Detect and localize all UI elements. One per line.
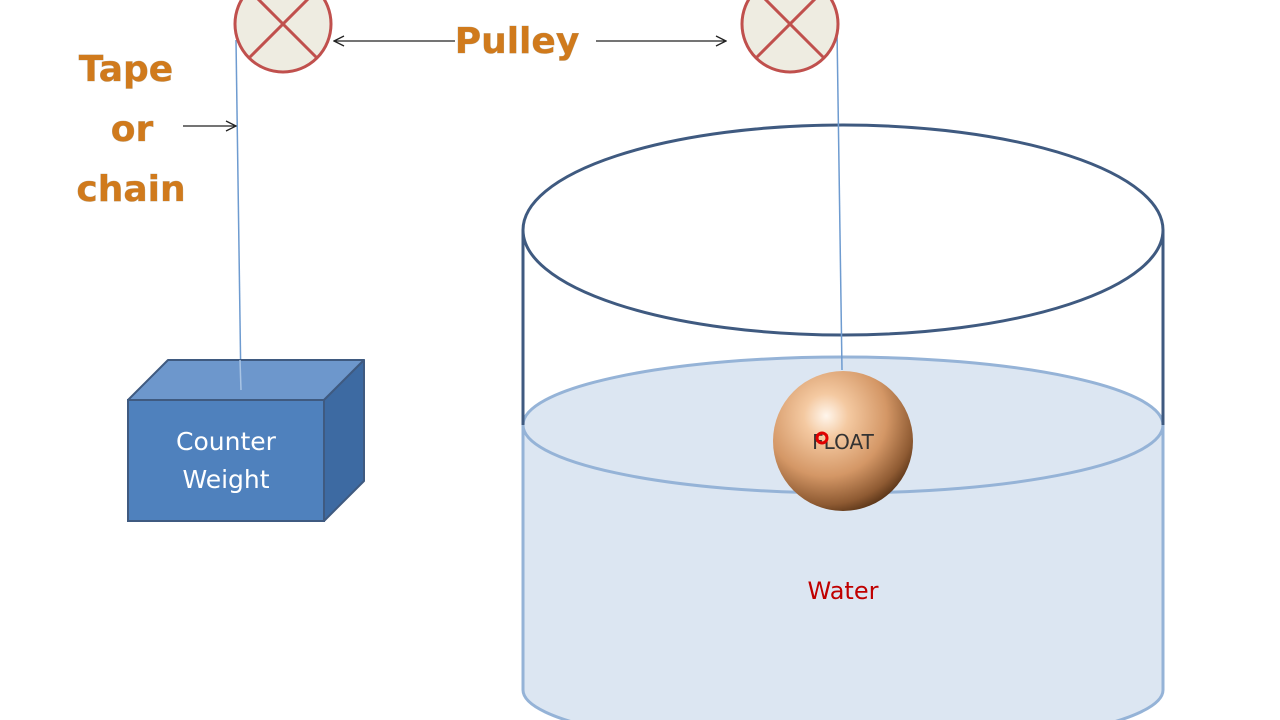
tape-label-line1: Tape (79, 49, 173, 90)
pulley-right-icon (740, 0, 840, 74)
tank-rim (521, 123, 1165, 337)
tape-left-segment (235, 39, 242, 391)
pulley-label: Pulley (455, 21, 580, 62)
tape (235, 29, 843, 391)
water-outline (521, 425, 1165, 720)
float-ball (773, 371, 913, 511)
counter-weight: Counter Weight (127, 359, 365, 522)
float-marker-icon (815, 431, 829, 445)
tank (521, 123, 1165, 425)
tape-right-segment (836, 29, 843, 371)
float: FLOAT (773, 371, 913, 511)
tape-label-line3: chain (76, 169, 185, 210)
tape-label-line2: or (111, 109, 154, 150)
counter-weight-label-line2: Weight (182, 465, 269, 494)
pulley-left (233, 0, 333, 74)
pulley-right (740, 0, 840, 74)
counter-weight-front (127, 399, 325, 522)
water-label: Water (808, 577, 879, 605)
counter-weight-label-line1: Counter (176, 427, 277, 456)
pulley-left-icon (233, 0, 333, 74)
